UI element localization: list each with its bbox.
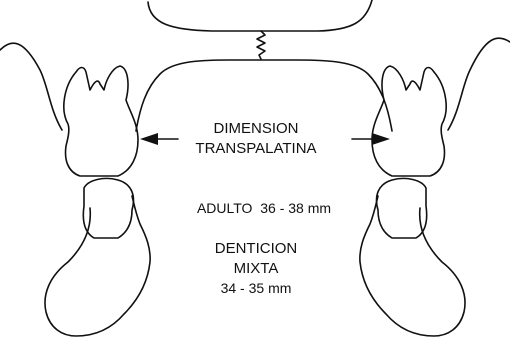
left-upper-molar: [64, 66, 138, 176]
right-lower-tooth: [377, 178, 427, 238]
dimension-label-line1: DIMENSION: [213, 120, 298, 137]
left-gum-contour: [0, 43, 62, 130]
mixed-label-line2: MIXTA: [234, 260, 279, 277]
mixed-label-line1: DENTICION: [215, 240, 298, 257]
left-developing-tooth: [45, 196, 150, 336]
right-gum-contour: [448, 38, 510, 130]
midline-zigzag: [257, 31, 265, 59]
right-upper-molar: [372, 66, 446, 176]
dimension-label-line2: TRANSPALATINA: [195, 140, 316, 157]
right-arrow: [352, 133, 390, 145]
left-lower-tooth: [83, 178, 133, 238]
mixed-measurement: 34 - 35 mm: [221, 280, 292, 296]
adult-measurement: ADULTO 36 - 38 mm: [197, 200, 331, 216]
left-arrow: [140, 133, 178, 145]
upper-contour: [148, 0, 372, 31]
right-developing-tooth: [360, 196, 465, 336]
